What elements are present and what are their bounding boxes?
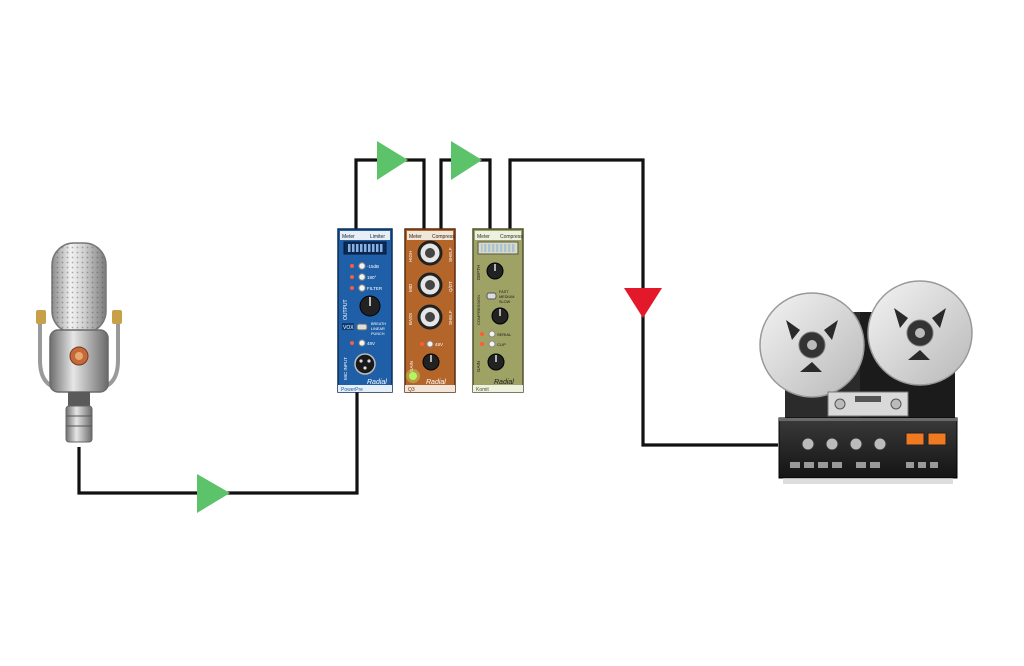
preamp-vox-mode: BREATH: [371, 322, 386, 326]
reel-to-reel-tape-recorder-icon: [759, 280, 973, 484]
comp-gain-label: GAIN: [476, 361, 481, 372]
preamp-knob-label: OUTPUT: [343, 299, 349, 320]
eq-band-label: SHELF: [448, 247, 453, 262]
compressor-module: Meter Compress DEPTH COMPRESSION FAST ME…: [472, 228, 524, 393]
comp-brand: Radial: [494, 379, 514, 386]
preamp-switch-label: 180°: [367, 275, 377, 280]
preamp-header-right: Limiter: [370, 234, 385, 240]
comp-header-right: Compress: [500, 234, 523, 240]
preamp-vox-mode: PUNCH: [371, 332, 385, 336]
preamp-switch-label: -15dB: [367, 264, 379, 269]
flow-arrow-right-preamp-eq: [377, 141, 408, 180]
eq-knobs: [417, 240, 443, 330]
preamp-header-left: Meter: [342, 234, 355, 240]
preamp-footer: PowerPre: [341, 387, 363, 393]
preamp-vox-label: VOX: [343, 325, 354, 331]
eq-band-label: HIGH: [408, 251, 413, 262]
eq-band-label: Q/DT: [448, 281, 453, 292]
eq-band-label: MID: [408, 283, 413, 292]
flow-arrows: [197, 141, 662, 513]
ribbon-microphone-icon: [36, 242, 122, 443]
preamp-brand: Radial: [367, 379, 387, 386]
flow-arrow-right-eq-comp: [451, 141, 482, 180]
preamp-module: Meter Limiter -15dB 180° FILTER OUTPUT V…: [337, 228, 393, 393]
eq-band-label: SHELF: [448, 310, 453, 325]
comp-speed-mode: MEDIUM: [499, 295, 514, 299]
comp-switch-label: SERIAL: [497, 332, 512, 337]
preamp-switches: -15dB 180° FILTER: [350, 262, 383, 292]
vox-switch[interactable]: [356, 323, 368, 331]
eq-brand: Radial: [426, 379, 446, 386]
eq-module: Meter Compress HIGH MID BASS SHELF Q/DT …: [404, 228, 456, 393]
preamp-switch-label: FILTER: [367, 286, 383, 291]
flow-arrow-right-mic: [197, 474, 230, 513]
eq-band-label: BASS: [408, 313, 413, 325]
xlr-input-jack[interactable]: [354, 353, 376, 375]
comp-switch-label: CLIP: [497, 342, 506, 347]
speed-switch[interactable]: [486, 292, 497, 300]
comp-speed-mode: FAST: [499, 290, 509, 294]
eq-header-right: Compress: [432, 234, 455, 240]
eq-footer: Q3: [408, 387, 415, 393]
eq-gain-label: GAIN: [409, 361, 414, 372]
wire-mic-to-preamp: [77, 389, 359, 495]
preamp-vox-mode: LINEAR: [371, 327, 385, 331]
preamp-power-label: 48V: [367, 341, 375, 346]
eq-header-left: Meter: [409, 234, 422, 240]
comp-header-left: Meter: [477, 234, 490, 240]
wire-comp-to-recorder: [508, 158, 778, 447]
comp-speed-mode: SLOW: [499, 300, 511, 304]
comp-knob2-label: COMPRESSION: [476, 295, 481, 325]
eq-power-label: 48V: [435, 342, 443, 347]
comp-footer: Komit: [476, 387, 489, 393]
flow-arrow-down-return: [624, 288, 662, 318]
comp-knob1-label: DEPTH: [476, 265, 481, 280]
preamp-input-label: MIC INPUT: [343, 357, 348, 380]
